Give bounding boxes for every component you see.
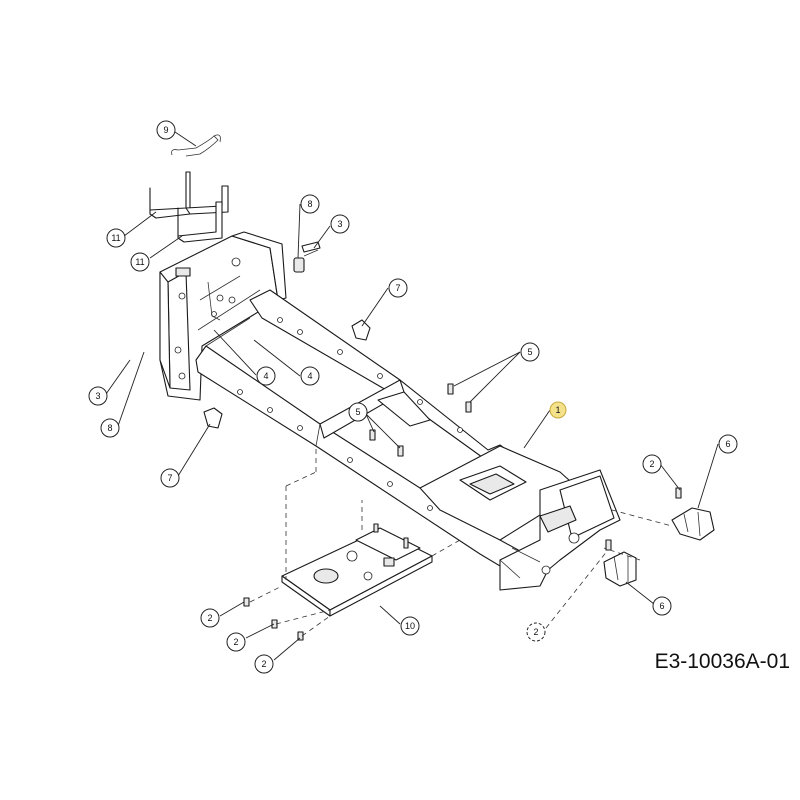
callout-7[interactable]: 7 xyxy=(388,278,408,298)
part-10-plate xyxy=(281,523,433,617)
leader-lines xyxy=(105,131,719,661)
svg-text:8: 8 xyxy=(307,199,312,209)
callout-1[interactable]: 1 xyxy=(549,401,567,419)
callout-5[interactable]: 5 xyxy=(348,402,368,422)
callout-2[interactable]: 2 xyxy=(200,608,220,628)
callout-8[interactable]: 8 xyxy=(300,194,320,214)
svg-text:6: 6 xyxy=(659,601,664,611)
part-5-bolts xyxy=(369,383,472,457)
callout-3[interactable]: 3 xyxy=(88,386,108,406)
drawing-number: E3-10036A-01 xyxy=(654,650,790,673)
svg-text:11: 11 xyxy=(135,257,144,267)
callout-5[interactable]: 5 xyxy=(520,342,540,362)
rear-frame-tower xyxy=(159,231,287,401)
svg-text:2: 2 xyxy=(261,659,266,669)
callout-2[interactable]: 2 xyxy=(642,454,662,474)
svg-text:3: 3 xyxy=(337,219,342,229)
callouts: 9 11 11 8 3 7 4 4 xyxy=(88,120,738,674)
callout-2-dashed[interactable]: 2 xyxy=(526,622,546,642)
part-6-brackets xyxy=(603,487,715,587)
svg-text:5: 5 xyxy=(355,407,360,417)
svg-text:2: 2 xyxy=(233,637,238,647)
part-7-brackets xyxy=(203,319,371,429)
part-9-spring xyxy=(171,134,221,157)
callout-2[interactable]: 2 xyxy=(226,632,246,652)
callout-8[interactable]: 8 xyxy=(100,418,120,438)
part-11-brackets xyxy=(149,171,229,243)
svg-text:7: 7 xyxy=(395,283,400,293)
part-8-3-rear-hardware xyxy=(293,241,321,273)
svg-text:9: 9 xyxy=(163,125,168,135)
svg-text:3: 3 xyxy=(95,391,100,401)
callout-3[interactable]: 3 xyxy=(330,214,350,234)
front-axle-plate xyxy=(419,445,621,591)
svg-text:2: 2 xyxy=(649,459,654,469)
svg-text:8: 8 xyxy=(107,423,112,433)
callout-11[interactable]: 11 xyxy=(106,228,126,248)
svg-text:11: 11 xyxy=(111,233,120,243)
callout-11[interactable]: 11 xyxy=(130,252,150,272)
alignment-lines xyxy=(249,446,673,637)
svg-text:2: 2 xyxy=(207,613,212,623)
callout-6[interactable]: 6 xyxy=(652,596,672,616)
svg-text:1: 1 xyxy=(555,405,560,415)
svg-text:7: 7 xyxy=(167,473,172,483)
svg-text:2: 2 xyxy=(533,627,538,637)
svg-text:6: 6 xyxy=(725,439,730,449)
svg-text:4: 4 xyxy=(307,371,312,381)
svg-text:4: 4 xyxy=(263,371,268,381)
callout-4[interactable]: 4 xyxy=(300,366,320,386)
callout-6[interactable]: 6 xyxy=(718,434,738,454)
callout-7[interactable]: 7 xyxy=(160,468,180,488)
callout-4[interactable]: 4 xyxy=(256,366,276,386)
part-2-bolts-bottom xyxy=(243,597,304,641)
svg-text:10: 10 xyxy=(405,621,415,631)
callout-10[interactable]: 10 xyxy=(400,616,420,636)
callout-2[interactable]: 2 xyxy=(254,654,274,674)
callout-9[interactable]: 9 xyxy=(156,120,176,140)
svg-text:5: 5 xyxy=(527,347,532,357)
